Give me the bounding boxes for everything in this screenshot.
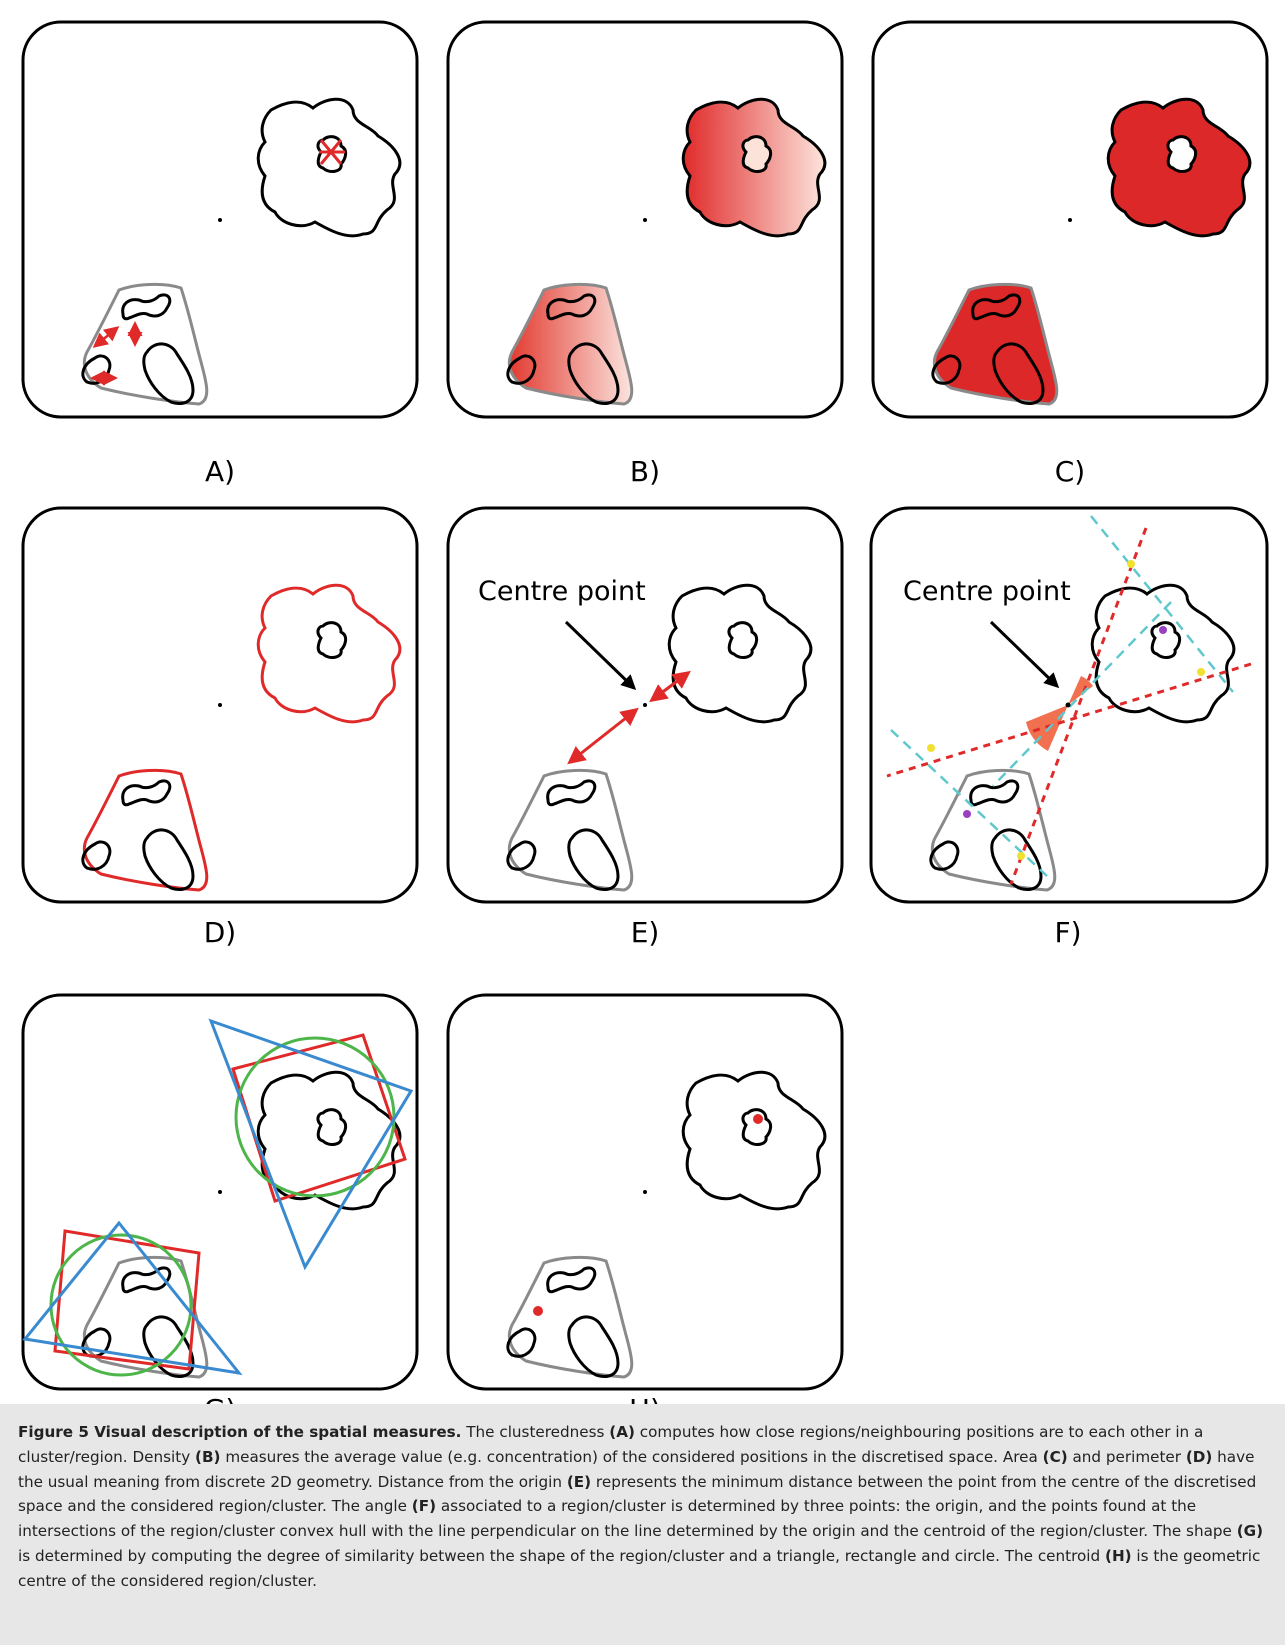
- lower-region-large-oval: [142, 342, 195, 405]
- panel-frame: [21, 20, 419, 419]
- upper-region: [667, 583, 813, 724]
- origin-point: [218, 1190, 222, 1194]
- centre-point-label: Centre point: [903, 576, 1071, 607]
- caption-text: computes how close regions/neighbouring …: [18, 1423, 1204, 1466]
- lower-region-large-oval: [990, 828, 1043, 891]
- caption-text: associated to a region/cluster is determ…: [18, 1497, 1237, 1541]
- panel-d: D): [21, 506, 419, 949]
- caption-panel-ref: (D): [1185, 1447, 1213, 1466]
- origin-point: [218, 218, 222, 222]
- panel-frame: [446, 20, 844, 419]
- panel-a: A): [21, 20, 419, 488]
- upper-region-hole: [316, 1108, 348, 1146]
- upper-centroid: [753, 1114, 763, 1124]
- panel-b: B): [446, 20, 844, 488]
- origin-point: [643, 218, 647, 222]
- panel-frame: [21, 993, 419, 1391]
- panel-label: B): [630, 455, 660, 488]
- clusteredness-arrows-lower: [90, 321, 143, 386]
- upper-region-hole: [727, 621, 759, 659]
- caption-text: have the usual meaning from discrete 2D …: [18, 1447, 1255, 1491]
- upper-fit-rectangle: [231, 1033, 407, 1203]
- intersection-points: [927, 560, 1205, 860]
- caption-text: measures the average value (e.g. concent…: [220, 1447, 1043, 1466]
- origin-point: [1068, 218, 1072, 222]
- lower-region-large-oval: [567, 1315, 620, 1378]
- panel-label: D): [204, 916, 236, 949]
- caption-panel-ref: (B): [195, 1447, 221, 1466]
- upper-region-perimeter: [256, 583, 402, 724]
- lower-region-kidney: [546, 779, 597, 807]
- caption-panel-ref: (A): [609, 1423, 635, 1441]
- panel-label: E): [631, 916, 660, 949]
- centre-point-arrow: [989, 620, 1060, 689]
- caption-text: represents the minimum distance between …: [18, 1472, 1257, 1516]
- lower-fit-triangle: [22, 1220, 243, 1376]
- caption-text: The clusteredness: [461, 1423, 610, 1441]
- upper-fit-circle: [234, 1036, 396, 1198]
- panel-h: H): [446, 993, 844, 1420]
- lower-centroid: [533, 1306, 543, 1316]
- angle-red-lines: [886, 527, 1252, 885]
- panel-label: C): [1055, 455, 1085, 488]
- caption-text: is the geometric centre of the considere…: [18, 1546, 1261, 1590]
- distance-arrows: [567, 670, 691, 765]
- panel-f: Centre point F): [869, 506, 1269, 949]
- lower-region-kidney: [969, 779, 1020, 807]
- origin-point: [1065, 702, 1071, 708]
- upper-region-hole: [741, 135, 773, 173]
- figure-caption: Figure 5 Visual description of the spati…: [0, 1404, 1285, 1645]
- caption-panel-ref: (F): [411, 1497, 437, 1516]
- centroid-points: [963, 626, 1167, 818]
- origin-point: [218, 703, 222, 707]
- figure-5: A) B) C) D): [21, 20, 1269, 1420]
- caption-panel-ref: (E): [566, 1472, 592, 1491]
- caption-text: and perimeter: [1067, 1447, 1186, 1466]
- centre-point-arrow: [564, 620, 637, 691]
- panel-c: C): [871, 20, 1269, 488]
- upper-region: [681, 1070, 827, 1211]
- centroid-axis-lines: [890, 515, 1234, 877]
- lower-region-large-oval: [567, 828, 620, 891]
- caption-panel-ref: (H): [1105, 1546, 1132, 1565]
- caption-panel-ref: (G): [1236, 1522, 1264, 1541]
- clusteredness-arrows-upper: [319, 139, 345, 165]
- caption-text: is determined by computing the degree of…: [18, 1546, 1105, 1565]
- panel-label: A): [205, 455, 235, 488]
- upper-region-hole: [316, 621, 348, 659]
- caption-panel-ref: (C): [1042, 1447, 1068, 1466]
- upper-region: [1090, 583, 1236, 724]
- panel-label: F): [1054, 916, 1081, 949]
- panel-frame: [446, 993, 844, 1391]
- lower-region-large-oval: [142, 828, 195, 891]
- lower-fit-rectangle: [53, 1229, 201, 1371]
- lower-region-kidney: [121, 779, 172, 807]
- angle-wedge-upper: [1068, 676, 1093, 705]
- lower-region-kidney: [121, 293, 172, 321]
- centre-point-label: Centre point: [478, 576, 646, 607]
- caption-title: Figure 5 Visual description of the spati…: [18, 1423, 462, 1441]
- caption-body: The clusteredness (A) computes how close…: [18, 1423, 1263, 1590]
- upper-region: [256, 97, 402, 238]
- panel-frame: [869, 506, 1269, 904]
- origin-point: [643, 1190, 647, 1194]
- upper-region-hole: [1166, 135, 1198, 173]
- panel-g: G): [21, 993, 419, 1420]
- panel-frame: [446, 506, 844, 904]
- panel-frame: [21, 506, 419, 904]
- origin-point: [643, 703, 647, 707]
- panel-frame: [871, 20, 1269, 419]
- panel-e: Centre point E): [446, 506, 844, 949]
- lower-region-kidney: [546, 1266, 597, 1294]
- upper-fit-triangle: [208, 1018, 414, 1271]
